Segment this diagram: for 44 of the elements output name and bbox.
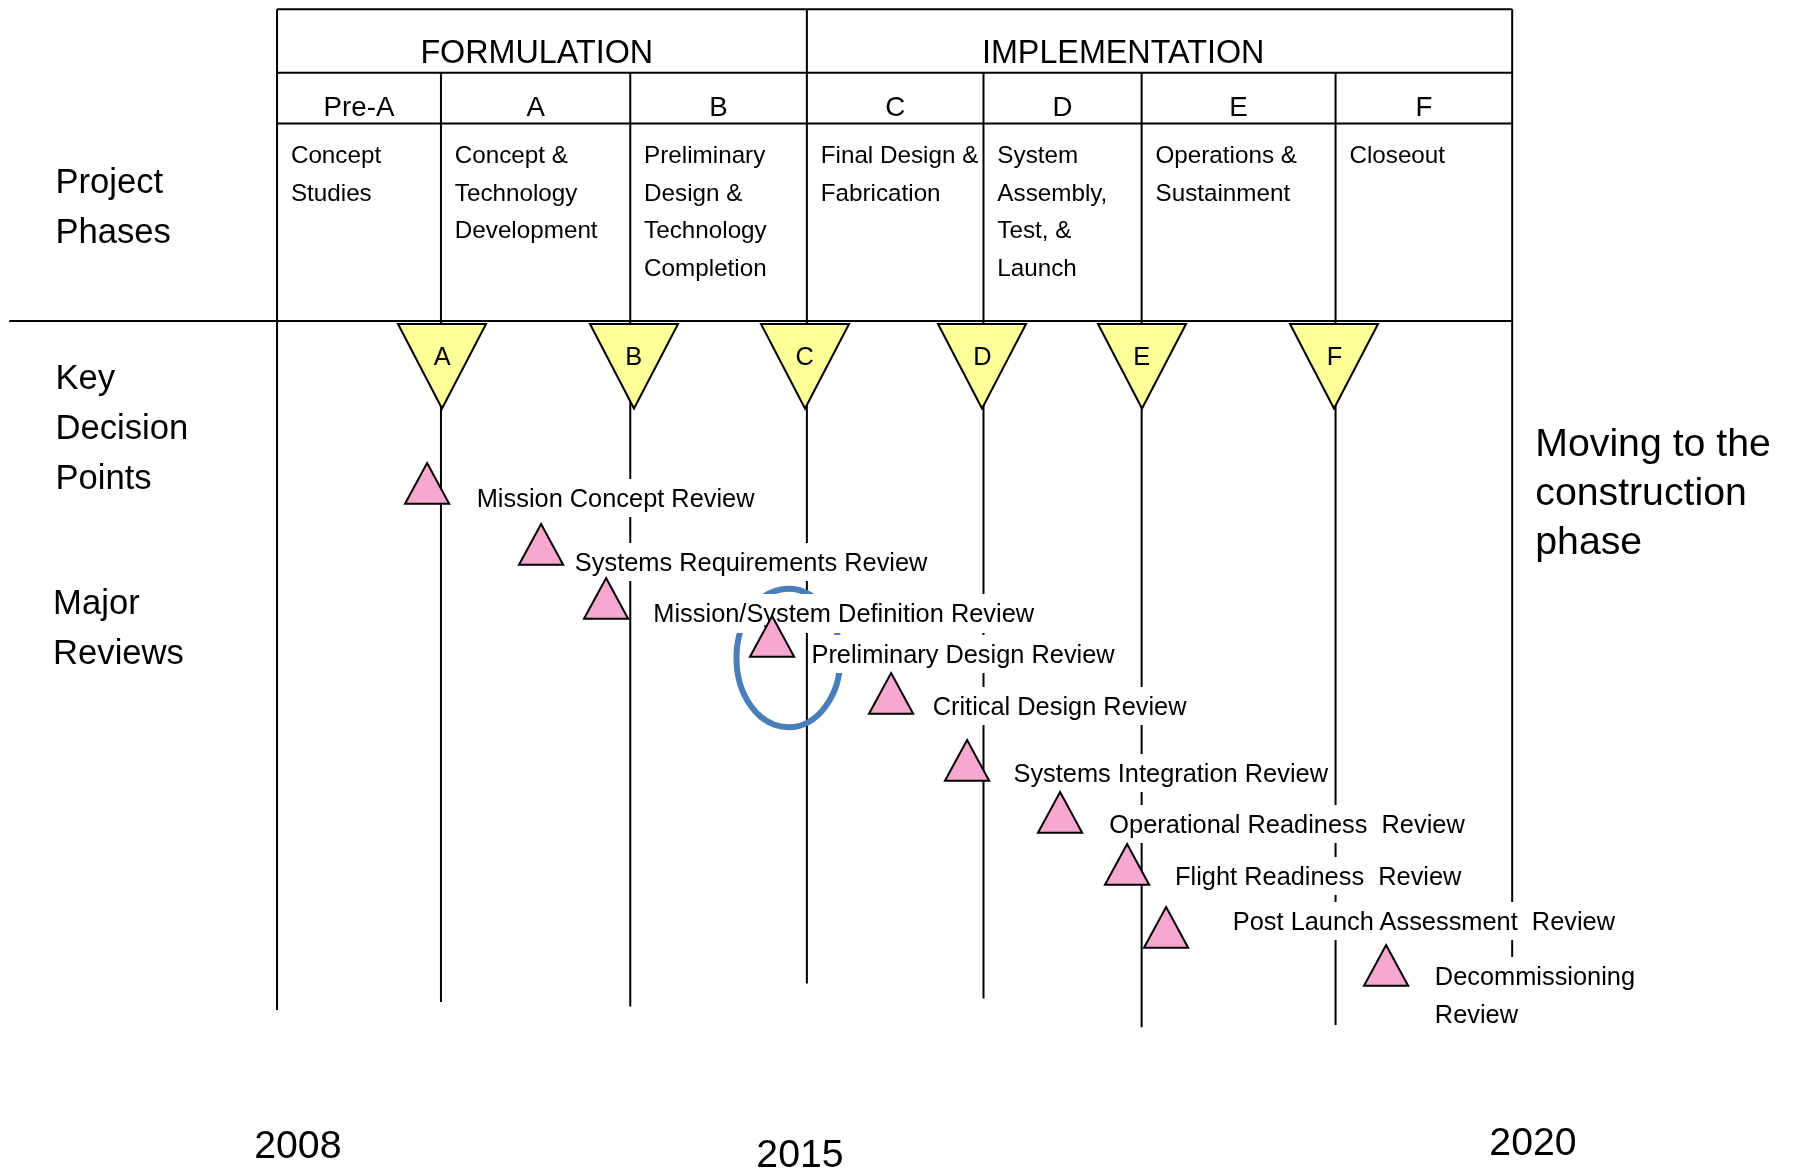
phase-letter: A [526, 90, 545, 125]
phase-description: Preliminary Design & Technology Completion [644, 140, 768, 283]
review-name: Critical Design Review [932, 686, 1187, 725]
year-label: 2008 [254, 1120, 342, 1168]
phase-description: Concept Studies [290, 140, 383, 208]
row-heading: Key Decision Points [55, 357, 190, 499]
decision-point-triangle [937, 323, 1028, 410]
row-heading: Project Phases [55, 160, 172, 253]
phase-description: System Assembly, Test, & Launch [997, 140, 1109, 283]
stage-heading: FORMULATION [420, 33, 654, 73]
review-name: Flight Readiness Review [1175, 856, 1462, 895]
review-name: Mission/System Definition Review [653, 594, 1035, 633]
side-note: Moving to the construction phase [1535, 418, 1772, 564]
phase-letter: F [1415, 90, 1433, 125]
phase-description: Closeout [1349, 140, 1447, 171]
phase-letter: B [709, 90, 728, 125]
review-name: Post Launch Assessment Review [1232, 901, 1616, 940]
phase-description: Concept & Technology Development [454, 140, 599, 246]
decision-point-letter: E [1133, 343, 1151, 370]
review-name: Preliminary Design Review [811, 634, 1115, 673]
phase-letter: E [1229, 90, 1248, 125]
review-name: Mission Concept Review [476, 479, 755, 518]
decision-point-triangle [397, 323, 488, 410]
phase-letter: D [1052, 90, 1073, 125]
year-label: 2020 [1489, 1118, 1577, 1166]
review-name: Operational Readiness Review [1109, 804, 1465, 843]
year-label: 2015 [756, 1129, 844, 1175]
stage-heading: IMPLEMENTATION [981, 33, 1265, 73]
decision-point-triangle [759, 323, 850, 410]
decision-point-letter: C [795, 343, 814, 370]
decision-point-letter: B [625, 343, 643, 370]
decision-point-triangle [1096, 323, 1187, 410]
phase-description: Final Design & Fabrication [820, 140, 979, 208]
decision-point-triangle [588, 323, 679, 410]
phase-letter: Pre-A [323, 90, 395, 125]
phase-description: Operations & Sustainment [1155, 140, 1298, 208]
decision-point-letter: A [433, 343, 451, 370]
row-heading: Major Reviews [53, 582, 185, 674]
review-name: Systems Integration Review [1013, 753, 1328, 792]
decision-point-triangle [1289, 323, 1380, 410]
review-name: Systems Requirements Review [574, 542, 928, 581]
decision-point-letter: F [1326, 343, 1343, 370]
phase-letter: C [885, 90, 906, 125]
decision-point-letter: D [973, 343, 992, 370]
